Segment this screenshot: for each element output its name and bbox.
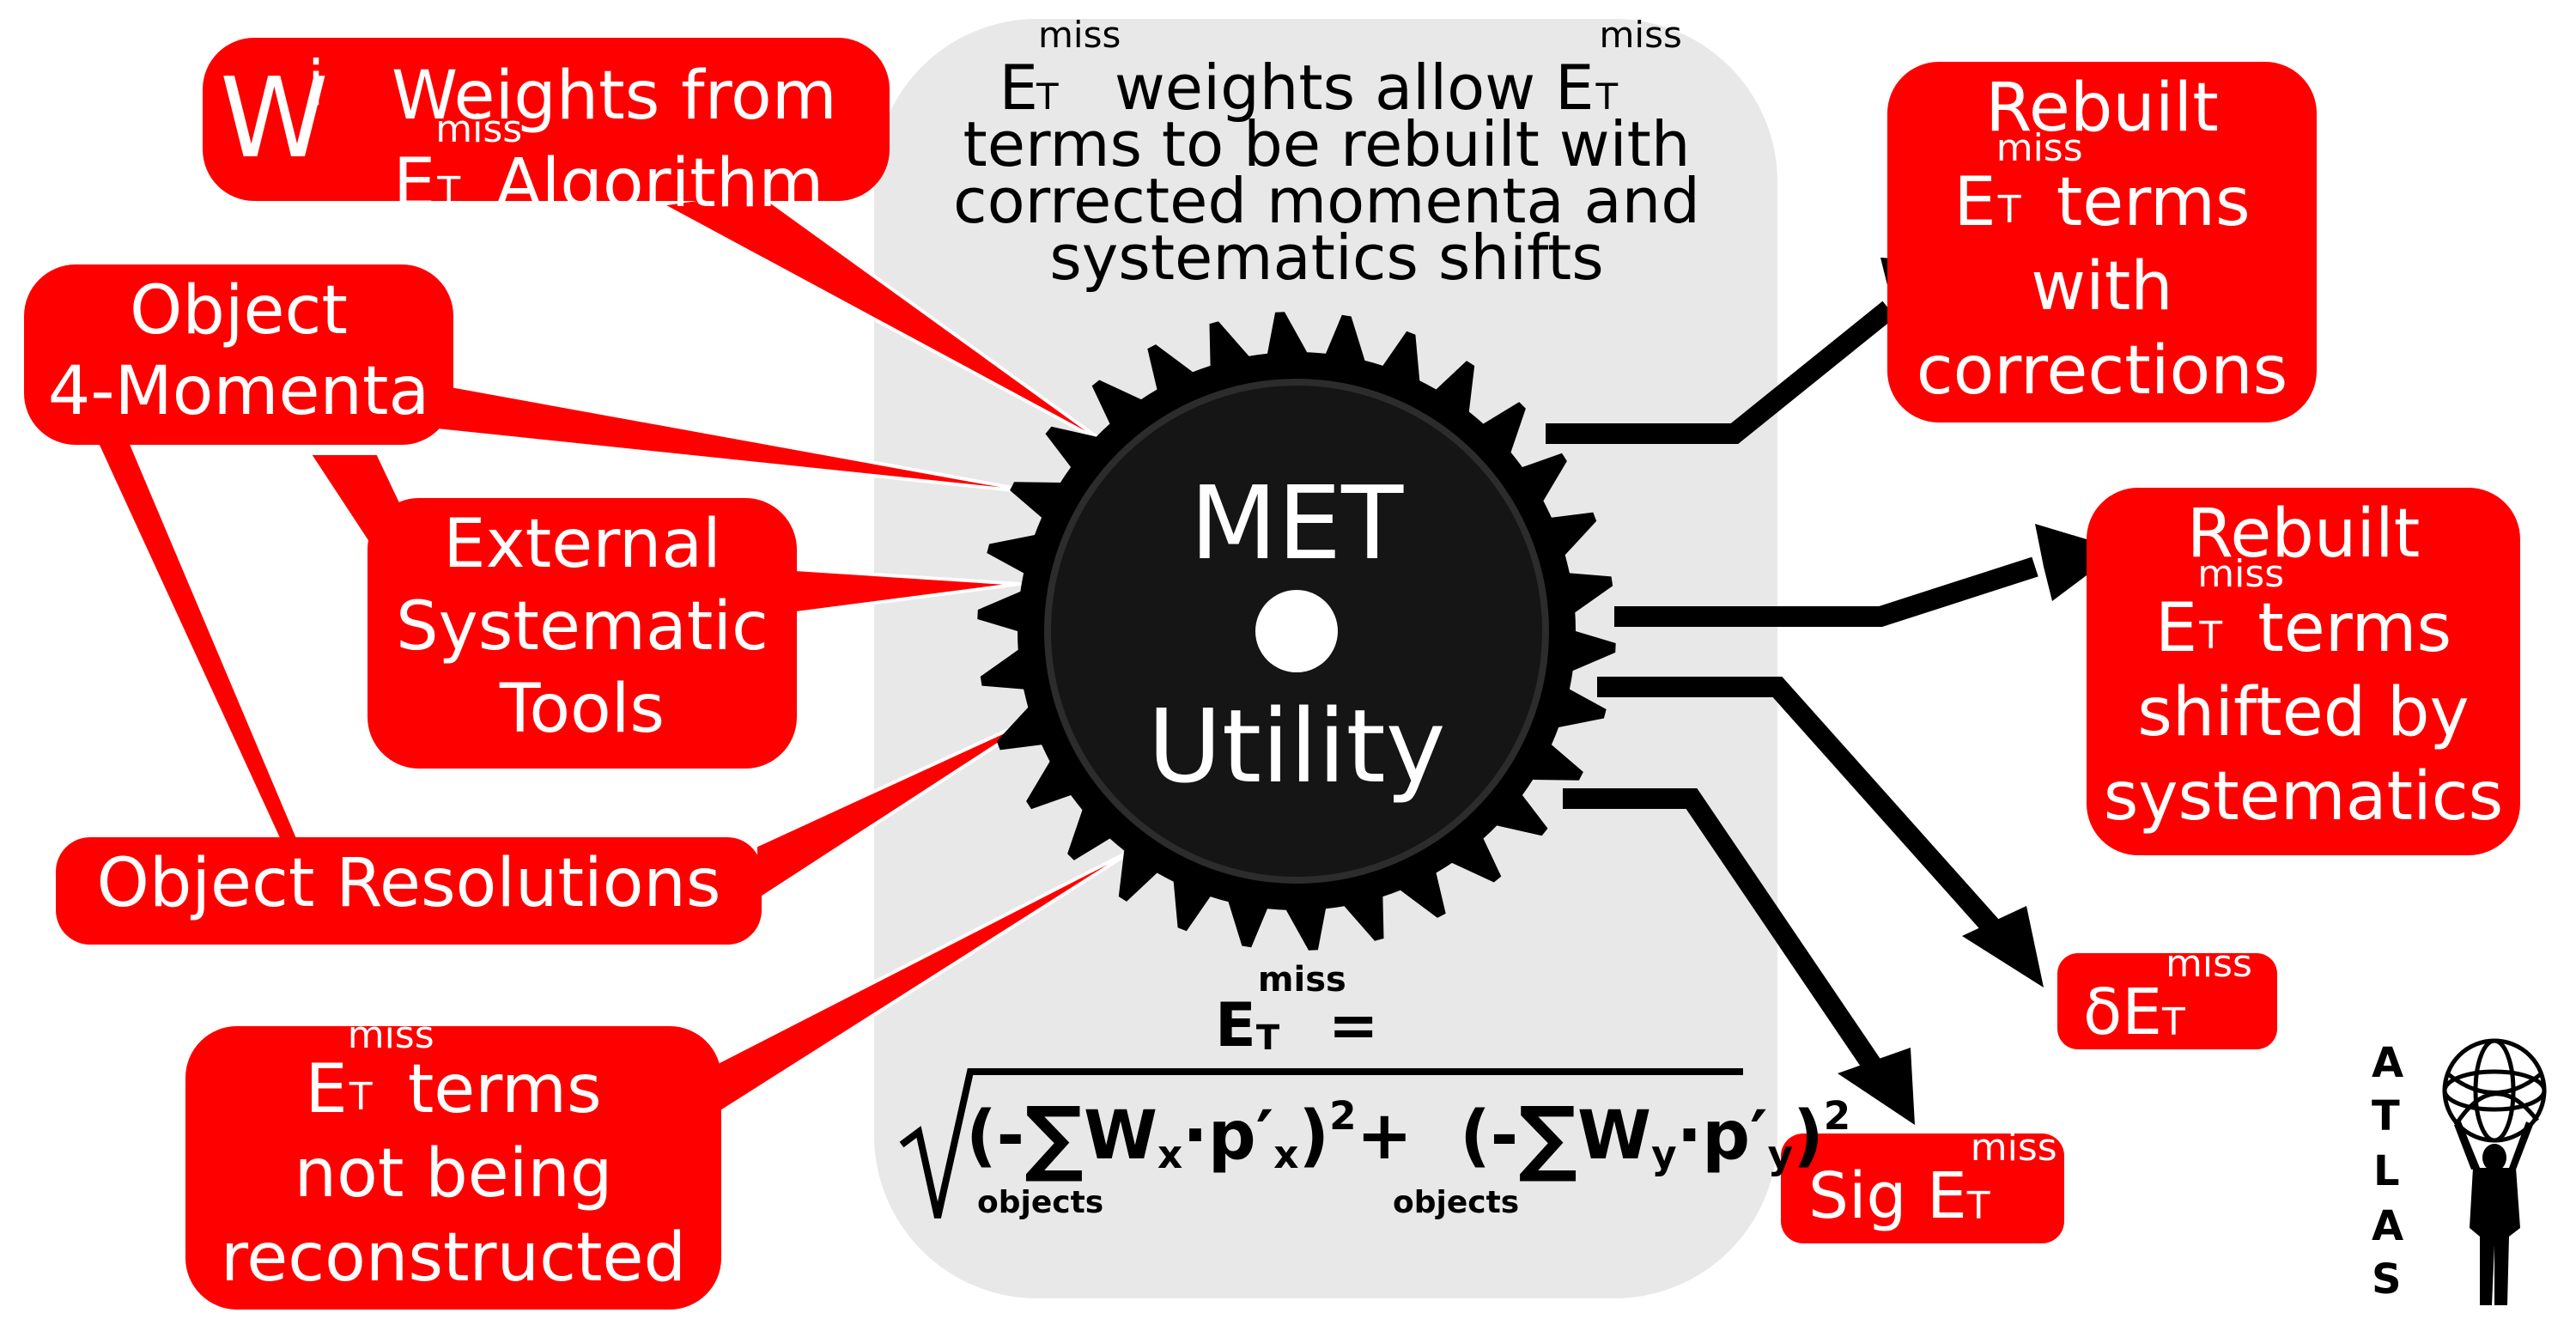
atlas-letter: L [2373, 1147, 2400, 1195]
arrow-sig-head [1838, 1048, 1915, 1125]
input-resolutions-box: Object Resolutions [56, 837, 762, 945]
tail-momenta-to-gear [406, 376, 1048, 495]
arrow-delta-head [1962, 906, 2044, 988]
atlas-letter: A [2372, 1202, 2404, 1250]
atlas-letter: T [2372, 1092, 2400, 1140]
arrow-shifted-line [1614, 556, 2038, 627]
formula-radicand: (-∑Wx·p′x)2+ (-∑Wy·p′y)2 [966, 1089, 1851, 1185]
formula-under-objects-2: objects [1393, 1185, 1520, 1220]
input-momenta-box: Object 4-Momenta [24, 264, 453, 445]
arrow-rebuilt-line [1546, 301, 1896, 444]
formula-under-objects-1: objects [977, 1185, 1104, 1220]
arrow-sig-line [1563, 788, 1880, 1071]
tail-momenta-to-resolutions [93, 436, 307, 860]
arrow-delta-line [1597, 677, 2000, 934]
atlas-letter: A [2372, 1039, 2404, 1087]
gear-label-utility: Utility [1147, 687, 1446, 805]
atlas-figure-icon [2442, 1038, 2547, 1305]
atlas-logo: A T L A S [2353, 1030, 2559, 1314]
gear-label-met: MET [1189, 464, 1404, 582]
gear-hub [1255, 590, 1338, 672]
sqrt-sign [899, 1068, 1743, 1219]
gear-icon [977, 312, 1616, 951]
input-systematic-box: External Systematic Tools [368, 498, 797, 769]
atlas-letter: S [2372, 1255, 2402, 1304]
